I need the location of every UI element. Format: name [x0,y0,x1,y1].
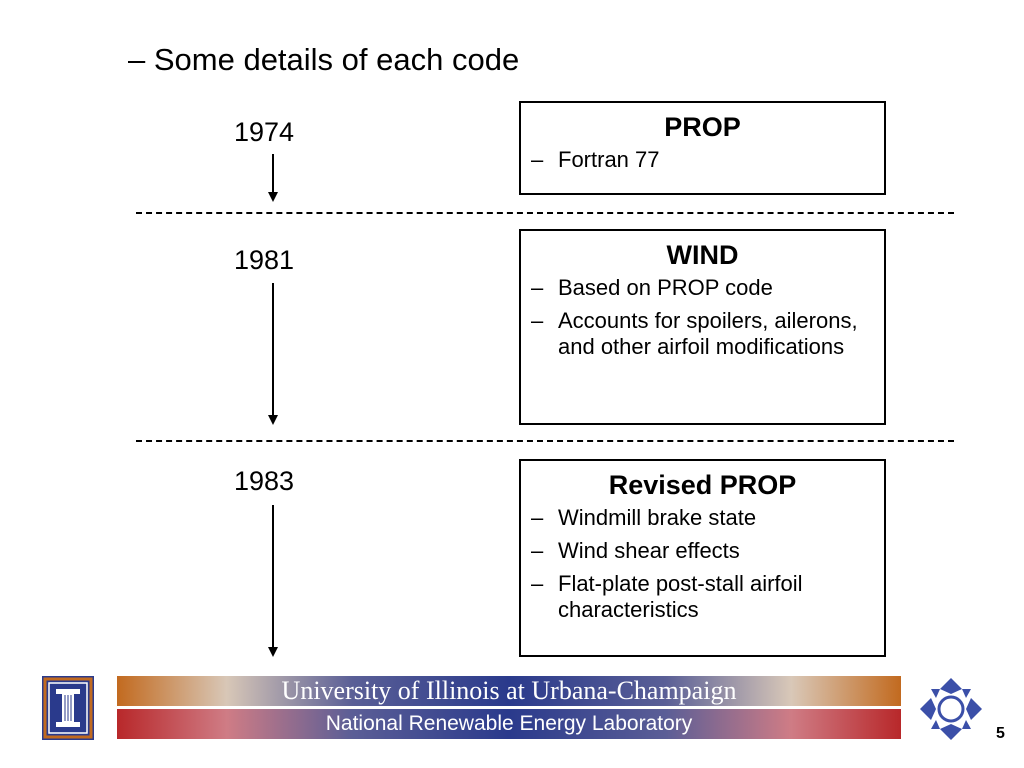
timeline-arrow-icon [268,505,278,657]
year-1974: 1974 [234,117,295,147]
code-title: WIND [666,240,739,270]
banner-separator [117,706,901,709]
detail-item: –Windmill brake state [531,505,757,530]
section-divider [136,212,954,214]
code-box-revised-prop: Revised PROP –Windmill brake state –Wind… [519,459,886,657]
detail-item: –Based on PROP code [531,275,773,300]
slide-subtitle: – Some details of each code [128,42,520,77]
detail-item: –Flat-plate post-stall airfoil character… [531,571,803,622]
code-box-prop: PROP –Fortran 77 [519,101,886,195]
illinois-column-logo-icon [42,676,94,740]
page-number: 5 [996,725,1005,742]
timeline-arrow-icon [268,154,278,202]
code-details: –Based on PROP code –Accounts for spoile… [531,275,874,360]
nrel-diamond-logo-icon [918,676,984,742]
year-1981: 1981 [234,245,295,275]
code-title: PROP [664,112,741,142]
year-1983: 1983 [234,466,295,496]
lab-banner: National Renewable Energy Laboratory [117,709,901,739]
detail-item: –Accounts for spoilers, ailerons, and ot… [531,308,858,359]
code-title: Revised PROP [608,470,797,500]
timeline-arrow-icon [268,283,278,425]
university-banner: University of Illinois at Urbana-Champai… [117,676,901,706]
detail-item: –Fortran 77 [531,147,660,172]
code-box-wind: WIND –Based on PROP code –Accounts for s… [519,229,886,425]
detail-item: –Wind shear effects [531,538,740,563]
section-divider [136,440,954,442]
code-details: –Windmill brake state –Wind shear effect… [531,505,874,623]
code-details: –Fortran 77 [531,147,874,173]
